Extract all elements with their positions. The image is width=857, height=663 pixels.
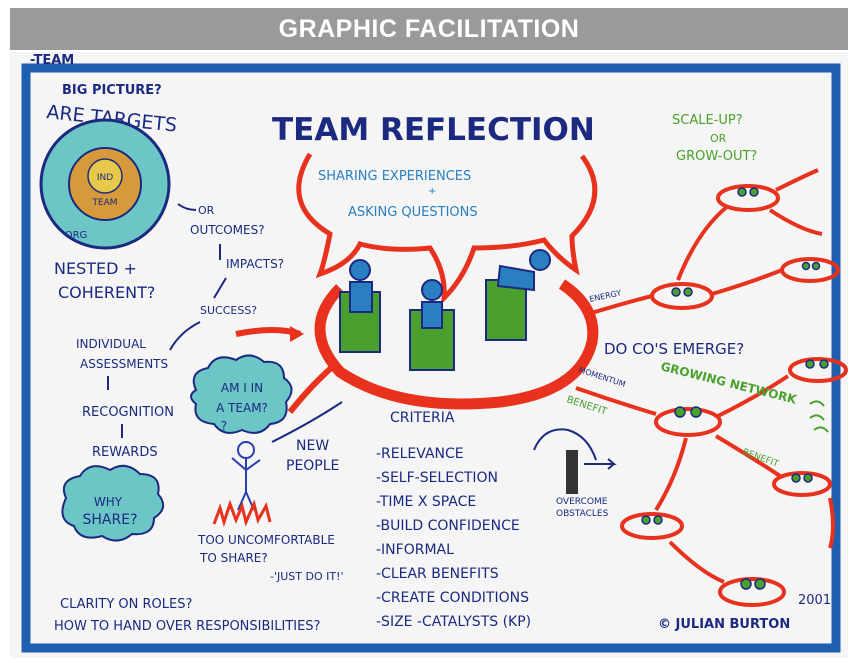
subtitle-amp: + [428, 186, 436, 197]
success-text: SUCCESS? [200, 304, 257, 317]
nested-text-1: NESTED + [54, 259, 137, 278]
overcome-text-1: OVERCOME [556, 497, 608, 507]
speech-bubble [296, 152, 598, 305]
too-uncomfortable-text-2: TO SHARE? [199, 551, 268, 565]
rewards-text: REWARDS [92, 445, 158, 460]
year-text: 2001 [798, 593, 831, 608]
grow-out-text: GROW-OUT? [676, 149, 757, 164]
scale-up-text: SCALE-UP? [672, 113, 743, 128]
main-title-text: TEAM REFLECTION [272, 112, 595, 148]
criteria-item: -RELEVANCE [376, 446, 464, 462]
criteria-list: -RELEVANCE -SELF-SELECTION -TIME X SPACE… [376, 446, 531, 630]
ring-ind-label: IND [97, 173, 113, 183]
recognition-text: RECOGNITION [82, 405, 174, 420]
why-share-cloud [61, 464, 165, 542]
individual-text-2: ASSESSMENTS [80, 357, 168, 371]
am-i-in-team-cloud [190, 354, 293, 434]
page-title: GRAPHIC FACILITATION [10, 8, 848, 50]
hand-over-text: HOW TO HAND OVER RESPONSIBILITIES? [54, 619, 320, 634]
network-arrows [575, 168, 835, 584]
obstacle-block [566, 450, 578, 494]
criteria-item: -INFORMAL [376, 542, 454, 558]
clarity-text: CLARITY ON ROLES? [60, 597, 192, 612]
individual-text-1: INDIVIDUAL [76, 337, 146, 351]
subtitle-line2: ASKING QUESTIONS [348, 205, 478, 220]
do-cos-emerge-text: DO CO'S EMERGE? [604, 340, 744, 358]
corner-label: -TEAM [30, 53, 74, 68]
am-i-text-3: ? [221, 419, 227, 433]
blue-frame [21, 63, 841, 653]
am-i-text-2: A TEAM? [216, 401, 268, 415]
flame-marks [212, 499, 272, 528]
new-people-text-2: PEOPLE [286, 458, 339, 474]
subtitle-line1: SHARING EXPERIENCES [318, 169, 471, 184]
uncomfortable-person-figure [231, 441, 261, 511]
ring-team-label: TEAM [91, 198, 117, 208]
why-share-text-1: WHY [94, 495, 123, 509]
signature-text: © JULIAN BURTON [658, 617, 790, 632]
new-people-text-1: NEW [296, 438, 329, 454]
criteria-item: -SELF-SELECTION [376, 470, 498, 486]
criteria-item: -SIZE -CATALYSTS (KP) [376, 614, 531, 630]
network-nodes [620, 184, 848, 607]
outcomes-text: OUTCOMES? [190, 223, 265, 237]
nested-text-2: COHERENT? [58, 283, 155, 302]
just-do-it-text: -'JUST DO IT!' [270, 570, 344, 583]
overcome-text-2: OBSTACLES [556, 509, 609, 519]
ring-org-label: ORG [65, 230, 88, 241]
meeting-loop [314, 279, 599, 410]
network-people [641, 187, 829, 590]
too-uncomfortable-text-1: TOO UNCOMFORTABLE [197, 533, 335, 547]
criteria-item: -CLEAR BENEFITS [376, 566, 499, 582]
criteria-item: -TIME X SPACE [376, 494, 476, 510]
criteria-heading: CRITERIA [390, 410, 455, 426]
criteria-item: -BUILD CONFIDENCE [376, 518, 520, 534]
why-share-text-2: SHARE? [83, 512, 138, 528]
whiteboard-drawing: -TEAM BIG PICTURE? ARE TARGETS IND TEAM … [10, 52, 848, 658]
scale-or-text: OR [710, 132, 727, 145]
am-i-text-1: AM I IN [221, 381, 263, 395]
meeting-people [349, 249, 551, 329]
or-text: OR [198, 204, 215, 217]
ind-ring [87, 158, 123, 194]
criteria-item: -CREATE CONDITIONS [376, 590, 529, 606]
obstacle-curve [533, 428, 597, 461]
big-picture-text: BIG PICTURE? [62, 83, 162, 98]
impacts-text: IMPACTS? [226, 257, 284, 271]
